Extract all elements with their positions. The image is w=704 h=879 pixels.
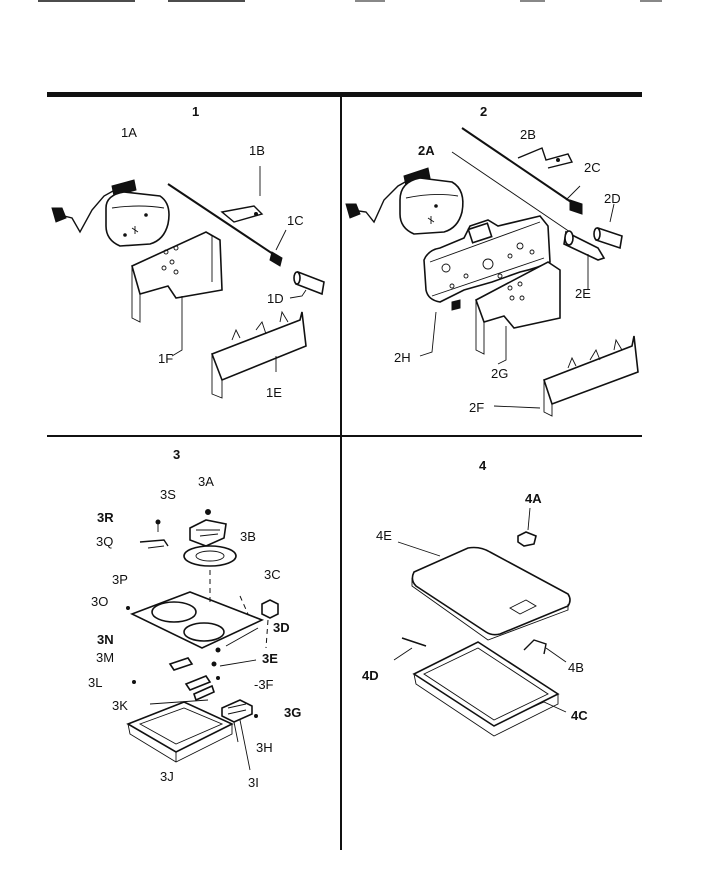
label-2e: 2E	[575, 286, 591, 301]
knob-1d	[289, 270, 325, 299]
panel-number-3: 3	[173, 447, 180, 462]
label-2g: 2G	[491, 366, 508, 381]
label-3r: 3R	[97, 510, 114, 525]
burner-3b	[183, 509, 237, 567]
label-1d: 1D	[267, 291, 284, 306]
part-3c	[261, 599, 279, 649]
label-4c: 4C	[571, 708, 588, 723]
clip-4b	[523, 639, 567, 663]
shield-2g	[475, 261, 561, 365]
label-3s: 3S	[160, 487, 176, 502]
label-3j: 3J	[160, 769, 174, 784]
panel-number-4: 4	[479, 458, 487, 473]
label-2h: 2H	[394, 350, 411, 365]
rod-4d	[393, 637, 427, 661]
part-3f	[184, 675, 220, 702]
wire-3q	[139, 539, 169, 549]
label-3h: 3H	[256, 740, 273, 755]
valve-2e	[563, 230, 606, 290]
label-3k: 3K	[112, 698, 128, 713]
bracket-1e	[210, 310, 307, 399]
bracket-3h	[221, 699, 258, 771]
label-2f: 2F	[469, 400, 484, 415]
label-4d: 4D	[362, 668, 379, 683]
panel-2	[345, 127, 639, 417]
screw-3o	[126, 606, 130, 610]
label-3l: 3L	[88, 675, 102, 690]
panel-grid	[47, 92, 642, 850]
panel-4	[393, 507, 571, 737]
label-4e: 4E	[376, 528, 392, 543]
screw-3d	[215, 627, 259, 653]
tray-3k	[126, 699, 234, 763]
label-3c: 3C	[264, 567, 281, 582]
probe-1c	[167, 183, 287, 267]
label-2a: 2A	[418, 143, 435, 158]
cover-4e	[397, 541, 571, 641]
bracket-2f	[493, 335, 639, 417]
label-3d: 3D	[273, 620, 290, 635]
clip-1b	[220, 166, 264, 223]
label-1b: 1B	[249, 143, 265, 158]
probe-2c	[451, 127, 583, 233]
label-3i: 3I	[248, 775, 259, 790]
part-3l	[132, 680, 136, 684]
knob-2d	[593, 203, 623, 250]
cooktop-3p	[129, 570, 265, 649]
label-3a: 3A	[198, 474, 214, 489]
label-3q: 3Q	[96, 534, 113, 549]
knob-4a	[517, 531, 537, 547]
label-2d: 2D	[604, 191, 621, 206]
part-3e	[211, 659, 257, 667]
label-3n: 3N	[97, 632, 114, 647]
label-3m: 3M	[96, 650, 114, 665]
label-1e: 1E	[266, 385, 282, 400]
label-4b: 4B	[568, 660, 584, 675]
clip-2b	[517, 147, 574, 169]
label-3p: 3P	[112, 572, 128, 587]
label-3g: 3G	[284, 705, 301, 720]
part-3n	[168, 657, 194, 671]
panel-1	[51, 166, 325, 399]
control-1a	[51, 179, 170, 247]
control-2a	[345, 167, 464, 235]
label-1f: 1F	[158, 351, 173, 366]
label-3e: 3E	[262, 651, 278, 666]
panel-number-2: 2	[480, 104, 487, 119]
label-1c: 1C	[287, 213, 304, 228]
screw-3r	[155, 519, 161, 532]
label-3b: 3B	[240, 529, 256, 544]
label-3f: -3F	[254, 677, 274, 692]
label-2b: 2B	[520, 127, 536, 142]
label-2c: 2C	[584, 160, 601, 175]
label-3o: 3O	[91, 594, 108, 609]
label-4a: 4A	[525, 491, 542, 506]
panel-3	[126, 509, 279, 771]
label-1a: 1A	[121, 125, 137, 140]
tray-4c	[412, 641, 567, 737]
panel-number-1: 1	[192, 104, 199, 119]
shield-1f	[131, 231, 223, 357]
